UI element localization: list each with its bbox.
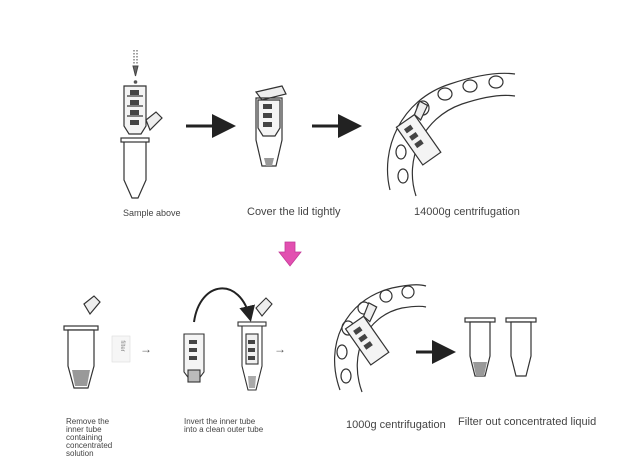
- inner-tube-label-icon: filter: [111, 335, 131, 363]
- down-arrow-icon: [278, 241, 302, 267]
- filter-tube-icon: [63, 295, 101, 389]
- pipette-icon: [132, 50, 139, 84]
- step-label-remove-inner: Remove the inner tube containing concent…: [66, 417, 113, 458]
- clean-outer-tube-icon: [237, 297, 273, 391]
- filter-tube-open-icon: [120, 85, 163, 199]
- collection-tube-icon: [464, 317, 496, 377]
- small-arrow: →: [140, 342, 152, 356]
- step-label-filter-out: Filter out concentrated liquid: [458, 416, 597, 428]
- step-label-14000g: 14000g centrifugation: [414, 206, 520, 218]
- filter-tube-closed-icon: [254, 85, 287, 167]
- centrifuge-rotor-icon: [386, 72, 516, 197]
- step-label-1000g: 1000g centrifugation: [346, 419, 446, 431]
- inner-tube-inverted-icon: [183, 333, 205, 383]
- centrifuge-rotor-icon: [333, 284, 427, 393]
- step-label-cover-lid: Cover the lid tightly: [247, 206, 341, 218]
- small-arrow: →: [274, 342, 286, 356]
- step-label-invert-inner: Invert the inner tube into a clean outer…: [184, 417, 264, 434]
- collection-tube-icon: [505, 317, 537, 377]
- svg-text:filter: filter: [119, 340, 125, 351]
- step-label-sample-above: Sample above: [123, 208, 181, 218]
- invert-arc-arrow: [193, 287, 255, 323]
